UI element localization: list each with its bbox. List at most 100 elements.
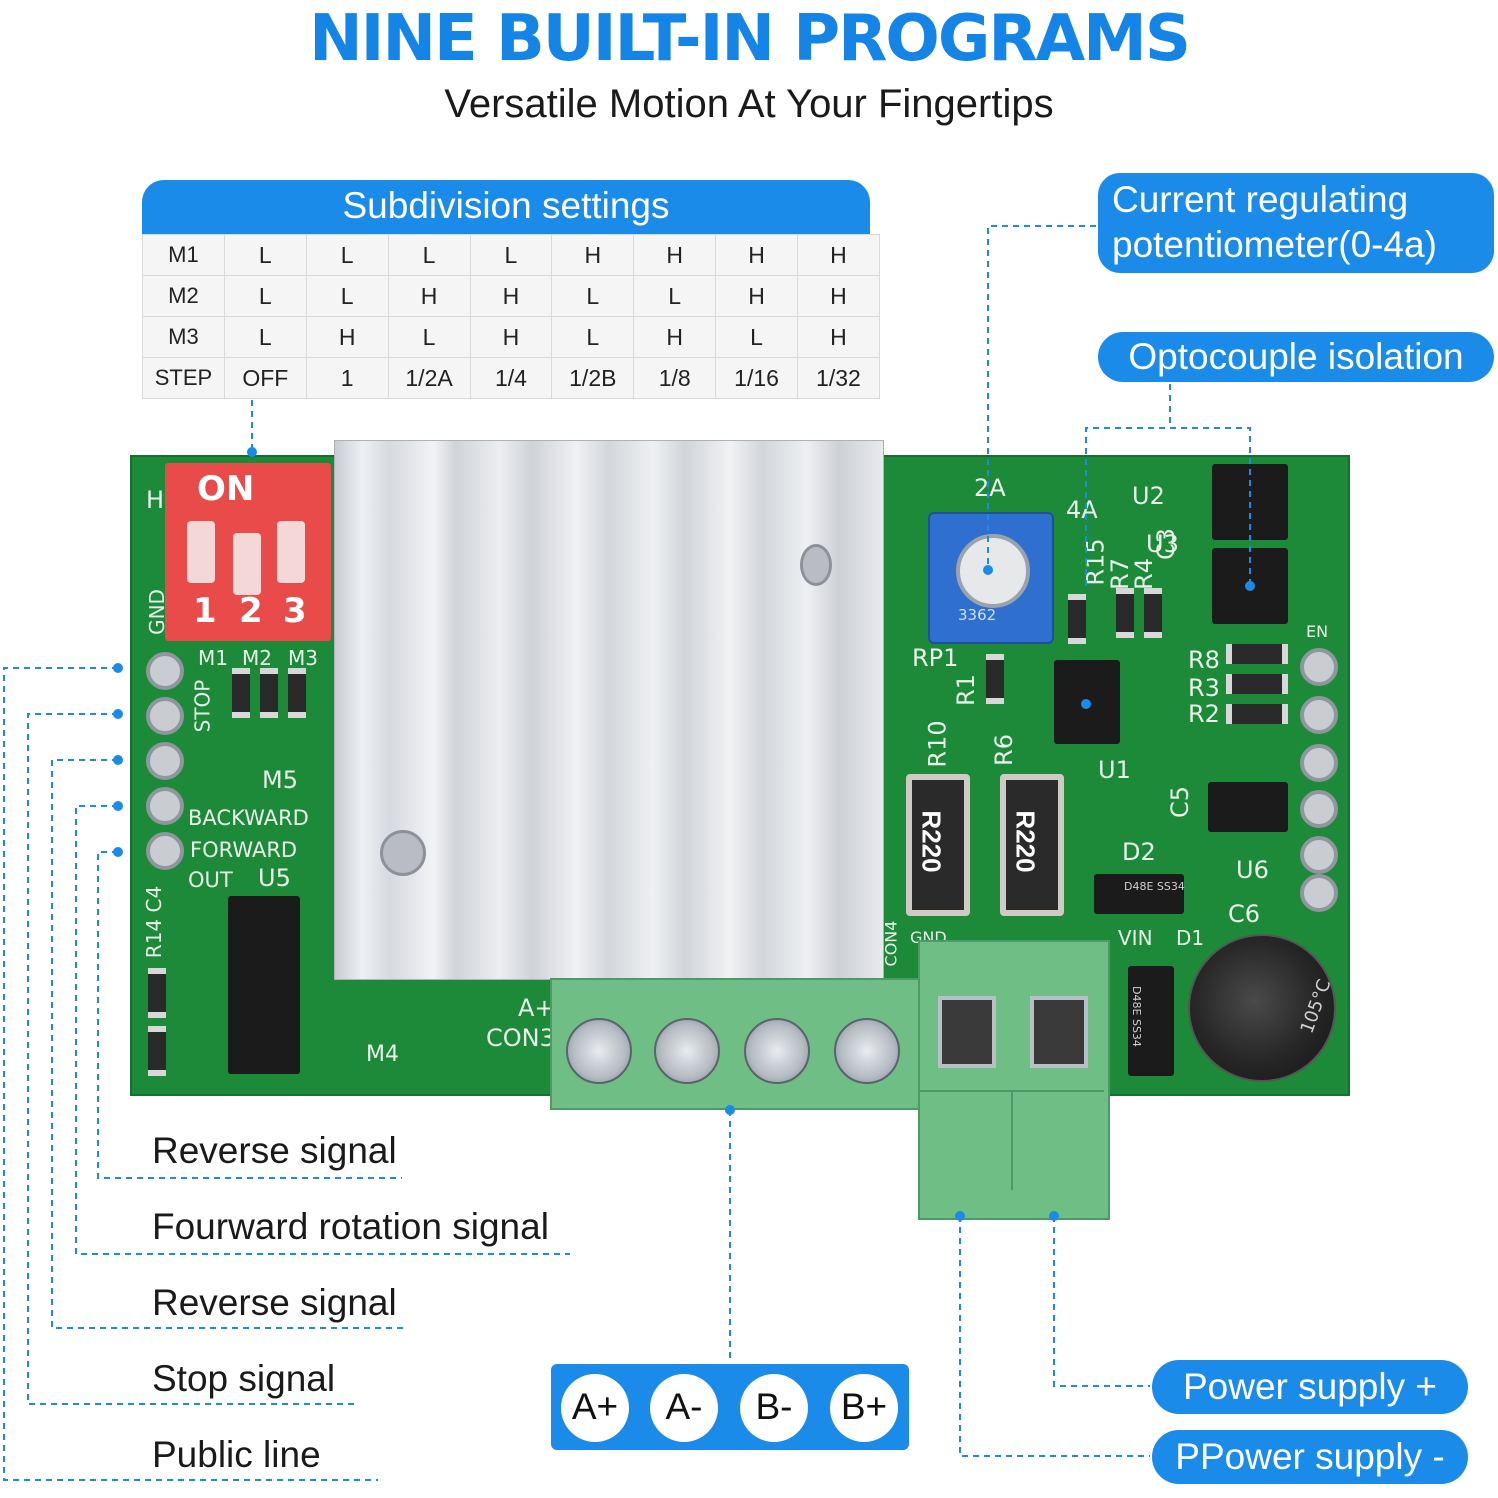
silk-out: OUT (188, 868, 233, 892)
ic-u5 (228, 896, 300, 1074)
silk-r14-c4: R14 C4 (142, 885, 167, 959)
optocoupler-u2 (1212, 464, 1288, 540)
heatsink-screw (380, 830, 426, 876)
page-title: NINE BUILT-IN PROGRAMS (309, 2, 1191, 76)
silk-r3: R3 (1188, 674, 1220, 702)
callout-line: Current regulating (1112, 179, 1409, 220)
smd-capacitor (148, 968, 166, 1018)
silk-d1-code: D48E SS34 (1129, 986, 1143, 1047)
silk-r10: R10 (923, 720, 952, 768)
silk-m4: M4 (366, 1042, 399, 1067)
terminal-slot[interactable] (938, 996, 996, 1068)
dip-switch: ON 1 2 3 (165, 463, 331, 641)
table-cell: L (551, 275, 635, 317)
screw-icon[interactable] (834, 1018, 900, 1084)
silk-u5: U5 (258, 864, 291, 892)
silk-r1: R1 (951, 674, 980, 706)
table-cell: L (305, 275, 389, 317)
pin (1300, 790, 1338, 828)
pin-reverse (146, 742, 184, 780)
pin-forward (146, 787, 184, 825)
table-cell: L (387, 316, 471, 358)
silk-r220-b: R220 (1010, 810, 1041, 873)
silk-r8: R8 (1188, 646, 1220, 674)
terminal-b-minus: B- (740, 1374, 808, 1442)
table-cell: L (469, 234, 553, 276)
dip-switch-1 (187, 521, 215, 583)
table-cell: H (797, 316, 880, 358)
smd-resistor (260, 668, 278, 718)
signal-label-reverse-1: Reverse signal (152, 1130, 397, 1171)
diode-d2 (1094, 874, 1184, 914)
dip-2-label: 2 (239, 591, 263, 631)
smd-resistor (1116, 588, 1134, 638)
table-cell: 1 (305, 357, 389, 399)
silk-pot-4a: 4A (1066, 496, 1098, 524)
table-cell: H (715, 234, 798, 276)
silk-en: EN (1306, 622, 1329, 641)
signal-label-reverse-2: Reverse signal (152, 1282, 397, 1323)
pin (1300, 874, 1338, 912)
silk-u6: U6 (1236, 856, 1269, 884)
silk-pot-code: 3362 (958, 606, 997, 624)
table-cell: H (797, 234, 880, 276)
power-resistor (906, 774, 970, 916)
optocoupler-u3 (1212, 548, 1288, 624)
table-cell: L (551, 316, 635, 358)
dip-switch-2 (233, 533, 261, 595)
silk-stop: STOP (190, 679, 215, 733)
screw-icon[interactable] (654, 1018, 720, 1084)
terminal-divider (1011, 1090, 1013, 1190)
silk-r4: R4 (1129, 558, 1158, 590)
silk-m2: M2 (242, 646, 272, 670)
smd-resistor (1068, 594, 1086, 644)
silk-u3: U3 (1146, 530, 1179, 558)
signal-label-stop: Stop signal (152, 1358, 336, 1399)
electrolytic-capacitor (1188, 934, 1336, 1082)
pin (1300, 648, 1338, 686)
smd-resistor (148, 1026, 166, 1076)
power-resistor (1000, 774, 1064, 916)
motor-terminal-labels: A+ A- B- B+ (551, 1364, 909, 1450)
screw-icon[interactable] (744, 1018, 810, 1084)
table-cell: 1/8 (633, 357, 717, 399)
screw-icon[interactable] (566, 1018, 632, 1084)
table-cell: L (223, 275, 307, 317)
smd-resistor (1226, 644, 1288, 664)
table-cell: H (715, 275, 798, 317)
table-row-header: STEP (142, 357, 225, 399)
smd-resistor (232, 668, 250, 718)
callout-line: potentiometer(0-4a) (1112, 224, 1437, 265)
heatsink-screw (800, 544, 832, 586)
silk-d1: D1 (1176, 926, 1205, 950)
table-cell: L (715, 316, 798, 358)
table-cell: L (633, 275, 717, 317)
silk-rp1: RP1 (912, 644, 959, 672)
table-cell: H (551, 234, 635, 276)
silk-d2: D2 (1122, 838, 1156, 866)
table-cell: OFF (223, 357, 307, 399)
potentiometer-dial-icon[interactable] (956, 534, 1030, 608)
smd-resistor (1144, 588, 1162, 638)
diode-d1 (1128, 966, 1174, 1076)
power-terminal-block (918, 940, 1110, 1220)
table-cell: 1/32 (797, 357, 880, 399)
smd-resistor (1226, 704, 1288, 724)
silk-con4: CON4 (881, 920, 901, 967)
pin-stop (146, 697, 184, 735)
table-cell: H (305, 316, 389, 358)
table-cell: H (633, 316, 717, 358)
terminal-b-plus: B+ (830, 1374, 898, 1442)
smd-resistor (986, 654, 1004, 704)
signal-label-forward: Fourward rotation signal (152, 1206, 549, 1247)
silk-m5: M5 (262, 766, 298, 794)
silk-m3: M3 (288, 646, 318, 670)
table-row-header: M3 (142, 316, 225, 358)
silk-forward: FORWARD (190, 838, 298, 862)
table-cell: H (469, 316, 553, 358)
silk-pot-2a: 2A (974, 474, 1006, 502)
terminal-slot[interactable] (1030, 996, 1088, 1068)
